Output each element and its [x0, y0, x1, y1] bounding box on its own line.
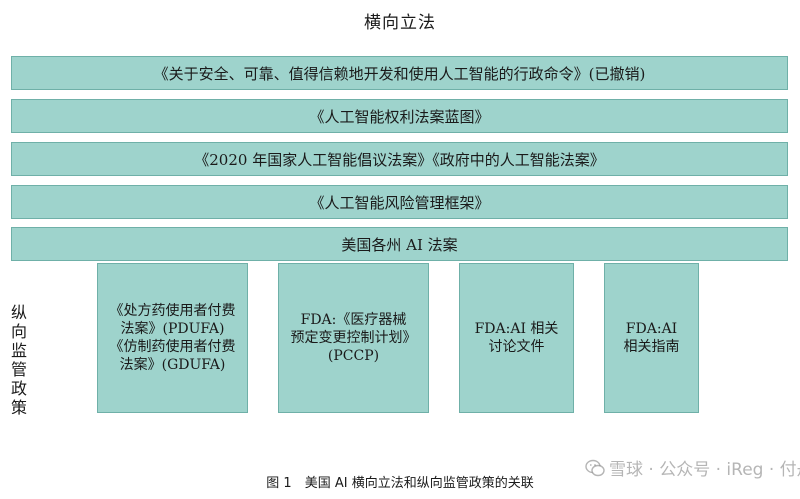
- horizontal-layer-ai-bill-of-rights: 《人工智能权利法案蓝图》: [11, 99, 788, 133]
- watermark-text: 雪球 · 公众号 · iReg · 付丹Drug: [609, 460, 800, 480]
- vertical-box-fda-pccp-text: FDA:《医疗器械 预定变更控制计划》 (PCCP): [290, 312, 417, 364]
- vertical-box-fda-pccp: FDA:《医疗器械 预定变更控制计划》 (PCCP): [278, 263, 429, 413]
- vertical-box-pdufa-gdufa: 《处方药使用者付费 法案》(PDUFA) 《仿制药使用者付费 法案》(GDUFA…: [97, 263, 248, 413]
- horizontal-layer-state-ai-laws: 美国各州 AI 法案: [11, 227, 788, 261]
- watermark: 雪球 · 公众号 · iReg · 付丹Drug: [585, 455, 800, 480]
- vertical-box-pdufa-gdufa-text: 《处方药使用者付费 法案》(PDUFA) 《仿制药使用者付费 法案》(GDUFA…: [109, 303, 236, 373]
- vertical-box-fda-discussion-paper-text: FDA:AI 相关 讨论文件: [474, 321, 559, 355]
- horizontal-layer-executive-order: 《关于安全、可靠、值得信赖地开发和使用人工智能的行政命令》(已撤销): [11, 56, 788, 90]
- vertical-policy-label: 纵向监管政策: [10, 303, 27, 417]
- vertical-box-fda-guidance: FDA:AI 相关指南: [604, 263, 699, 413]
- horizontal-layer-risk-management-framework: 《人工智能风险管理框架》: [11, 185, 788, 219]
- wechat-icon: [585, 459, 605, 476]
- vertical-box-fda-guidance-text: FDA:AI 相关指南: [623, 321, 680, 355]
- figure-caption: 图 1 美国 AI 横向立法和纵向监管政策的关联: [266, 476, 534, 491]
- diagram-title: 横向立法: [364, 13, 436, 33]
- vertical-box-fda-discussion-paper: FDA:AI 相关 讨论文件: [459, 263, 574, 413]
- horizontal-layer-national-ai-initiative: 《2020 年国家人工智能倡议法案》《政府中的人工智能法案》: [11, 142, 788, 176]
